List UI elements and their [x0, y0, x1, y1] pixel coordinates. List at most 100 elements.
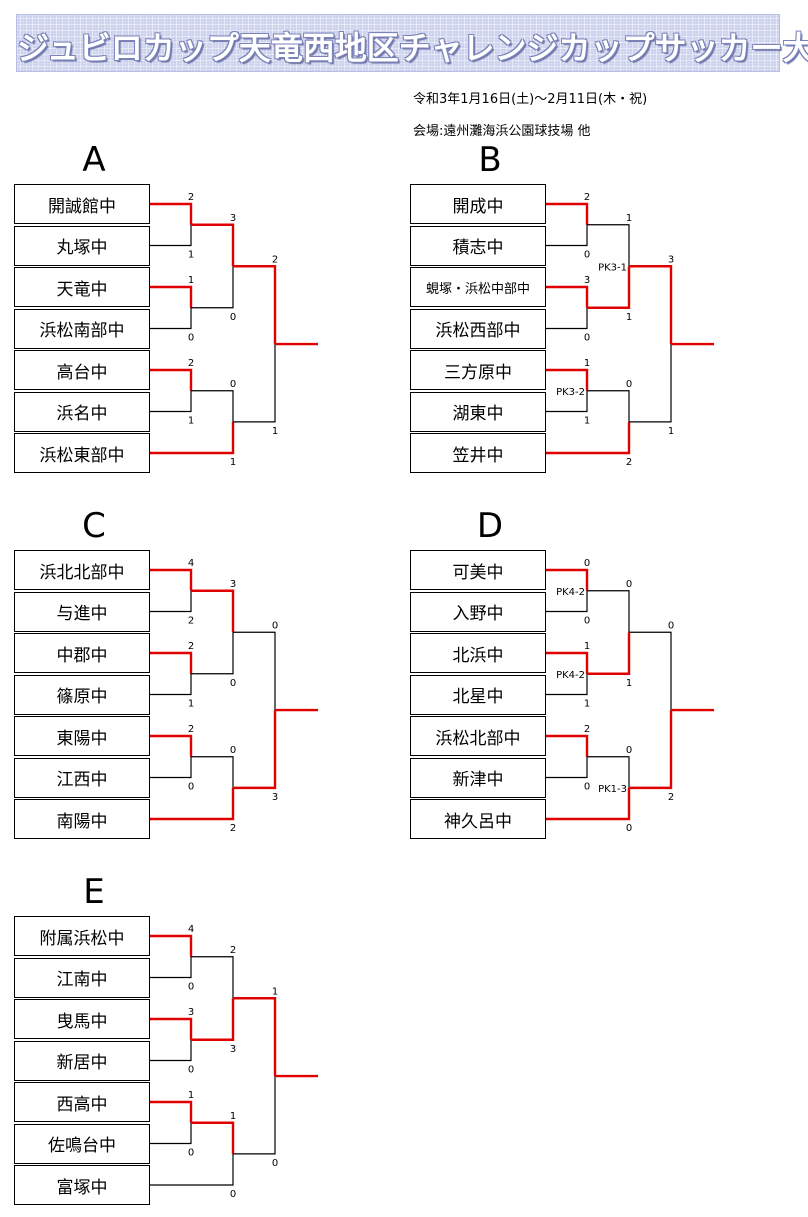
bracket-line [629, 344, 672, 423]
bracket-line-winner [150, 368, 193, 391]
tournament-dates: 令和3年1月16日(土)～2月11日(木・祝) [413, 92, 648, 107]
score: 1 [188, 250, 194, 261]
team-box: 浜松北部中 [410, 716, 546, 756]
page-title: ジュビロカップ天竜西地区チャレンジカップサッカー大会 [17, 29, 808, 67]
bracket-line-winner [150, 1017, 193, 1040]
bracket-line-winner [150, 651, 193, 674]
score: 2 [584, 724, 590, 735]
team-box: 開成中 [410, 184, 546, 224]
bracket-line-winner [629, 710, 673, 790]
bracket-line [150, 590, 192, 613]
score: 1 [584, 416, 590, 427]
bracket-line [150, 1153, 234, 1186]
score: 0 [272, 1158, 278, 1169]
pk-result: PK4-2 [556, 670, 585, 681]
score: 0 [188, 1065, 194, 1076]
score: 3 [272, 792, 278, 803]
bracket-line [191, 632, 234, 675]
bracket-line [191, 266, 234, 309]
score: 0 [626, 745, 632, 756]
group-letter: B [478, 140, 502, 180]
score: 1 [188, 1090, 194, 1101]
score: 1 [626, 312, 632, 323]
score: 0 [230, 1189, 236, 1200]
bracket-line [233, 631, 276, 711]
team-box: 積志中 [410, 225, 546, 266]
score: 0 [272, 620, 278, 631]
bracket-line [546, 307, 588, 330]
bracket-line-winner [546, 368, 589, 391]
score: 0 [230, 678, 236, 689]
score: 2 [188, 192, 194, 203]
team-box: 入野中 [410, 591, 546, 632]
bracket-line-winner [191, 1121, 235, 1154]
score: 0 [188, 333, 194, 344]
bracket-line [546, 224, 588, 247]
team-box: 附属浜松中 [14, 916, 150, 956]
score: 2 [188, 358, 194, 369]
score: 3 [668, 254, 674, 265]
score: 2 [230, 823, 236, 834]
bracket-line [150, 673, 192, 696]
team-box: 浜名中 [14, 391, 150, 432]
score: 1 [188, 416, 194, 427]
pk-result: PK1-3 [598, 784, 627, 795]
team-box: 富塚中 [14, 1165, 150, 1205]
bracket-line [546, 756, 588, 779]
team-box: 神久呂中 [410, 799, 546, 839]
score: 1 [230, 1111, 236, 1122]
score: 1 [230, 457, 236, 468]
team-box: 江西中 [14, 757, 150, 798]
bracket-line [150, 307, 192, 330]
score: 0 [230, 379, 236, 390]
score: 3 [230, 579, 236, 590]
bracket-line-winner [150, 285, 193, 308]
bracket-line-winner [150, 1100, 193, 1123]
score: 2 [626, 457, 632, 468]
team-box: 可美中 [410, 550, 546, 590]
bracket-line-winner [150, 787, 235, 821]
score: 2 [584, 192, 590, 203]
bracket-line-winner [150, 734, 193, 757]
bracket-line [546, 673, 588, 696]
team-box: 中郡中 [14, 633, 150, 673]
bracket-line-winner [150, 202, 193, 225]
team-box: 新居中 [14, 1040, 150, 1081]
bracket-line-winner [233, 265, 277, 345]
score: 4 [188, 924, 194, 935]
bracket-line-winner [150, 934, 193, 957]
team-box: 篠原中 [14, 674, 150, 715]
team-box: 北星中 [410, 674, 546, 715]
bracket-line [191, 956, 234, 999]
score: 3 [584, 275, 590, 286]
bracket-line-winner [546, 568, 589, 591]
team-box: 開誠館中 [14, 184, 150, 224]
score: 1 [272, 986, 278, 997]
score: 0 [584, 616, 590, 627]
score: 4 [188, 558, 194, 569]
pk-result: PK3-1 [598, 262, 627, 273]
team-box: 浜松東部中 [14, 433, 150, 473]
score: 1 [584, 699, 590, 710]
score: 1 [584, 358, 590, 369]
bracket-line-winner [233, 710, 277, 790]
score: 2 [272, 254, 278, 265]
team-box: 江南中 [14, 957, 150, 998]
score: 1 [626, 678, 632, 689]
bracket-line-winner [587, 266, 631, 309]
score: 3 [230, 1044, 236, 1055]
bracket-line-winner [191, 223, 235, 267]
score: 1 [668, 426, 674, 437]
team-box: 天竜中 [14, 267, 150, 307]
pk-result: PK4-2 [556, 587, 585, 598]
score: 1 [272, 426, 278, 437]
pk-result: PK3-2 [556, 387, 585, 398]
bracket-line-winner [587, 632, 631, 675]
